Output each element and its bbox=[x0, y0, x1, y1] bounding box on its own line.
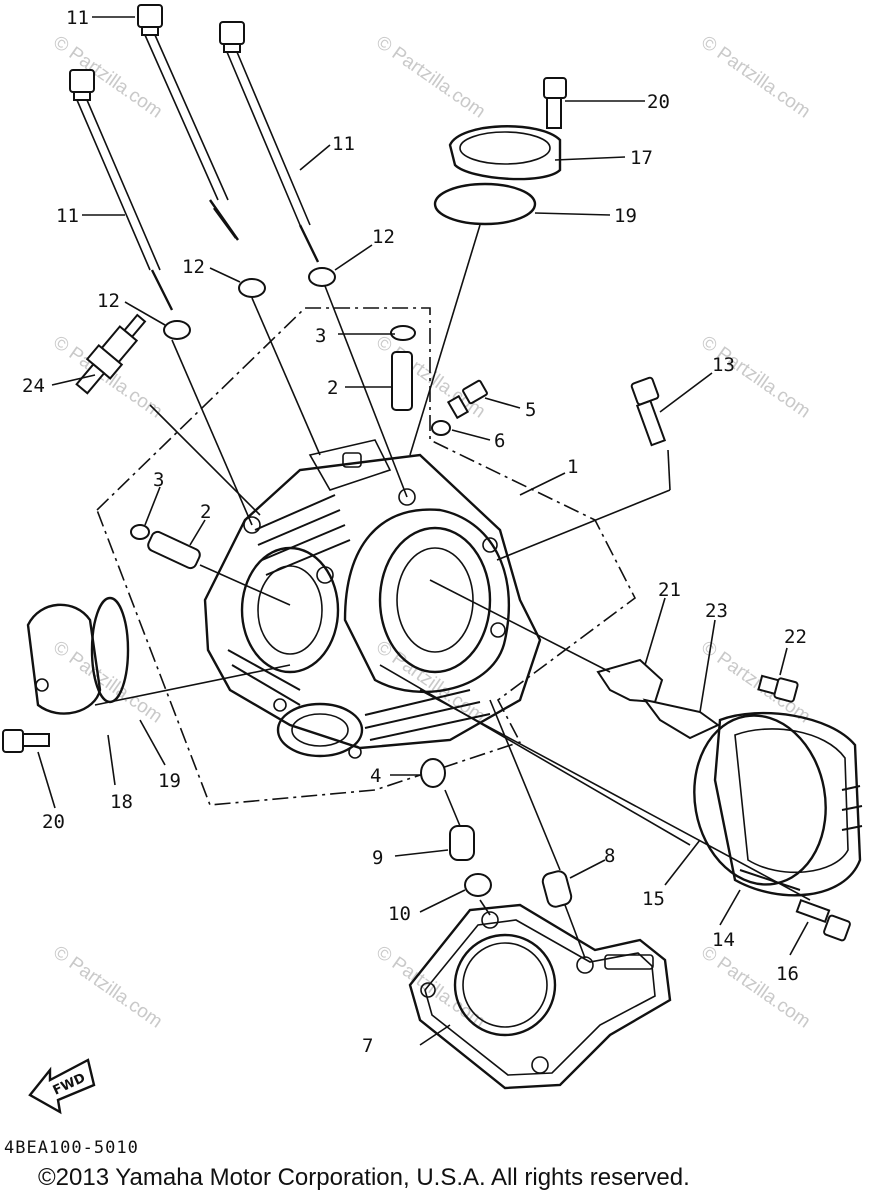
callout-6: 6 bbox=[494, 430, 505, 452]
assembly-boundary bbox=[96, 307, 637, 806]
bolt-13 bbox=[630, 376, 667, 447]
cylinder-head bbox=[203, 439, 542, 759]
circlip bbox=[130, 524, 150, 540]
callout-7: 7 bbox=[362, 1035, 373, 1057]
callout-16: 16 bbox=[776, 963, 799, 985]
washer-6 bbox=[431, 420, 451, 436]
callout-20: 20 bbox=[647, 91, 670, 113]
callout-10: 10 bbox=[388, 903, 411, 925]
o-ring-10 bbox=[464, 873, 492, 897]
callout-12: 12 bbox=[97, 290, 120, 312]
watermark: © Partzilla.com bbox=[372, 32, 489, 123]
callout-8: 8 bbox=[604, 845, 615, 867]
callout-21: 21 bbox=[658, 579, 681, 601]
bolt-16 bbox=[795, 898, 851, 942]
side-cover-18 bbox=[26, 603, 102, 715]
head-cover-15 bbox=[713, 711, 863, 897]
callout-12: 12 bbox=[182, 256, 205, 278]
watermark: © Partzilla.com bbox=[49, 942, 166, 1033]
callout-15: 15 bbox=[642, 888, 665, 910]
bolt-22 bbox=[757, 674, 799, 703]
callout-3: 3 bbox=[153, 469, 164, 491]
cooling-fins bbox=[227, 494, 491, 741]
leader-lines bbox=[94, 224, 811, 959]
callout-3: 3 bbox=[315, 325, 326, 347]
o-ring-19 bbox=[433, 182, 537, 226]
dowel-pin-8 bbox=[541, 870, 573, 908]
callout-22: 22 bbox=[784, 626, 807, 648]
washer-12 bbox=[238, 278, 266, 298]
callout-20: 20 bbox=[42, 811, 65, 833]
washer-12 bbox=[163, 320, 191, 340]
oil-seal-4 bbox=[420, 758, 446, 788]
callout-19: 19 bbox=[158, 770, 181, 792]
callout-4: 4 bbox=[370, 765, 381, 787]
cylinder-gasket bbox=[408, 903, 672, 1090]
watermark: © Partzilla.com bbox=[697, 942, 814, 1033]
valve-guide bbox=[391, 351, 413, 411]
circlip bbox=[390, 325, 416, 341]
bolt-5 bbox=[446, 379, 488, 420]
watermark: © Partzilla.com bbox=[697, 32, 814, 123]
callout-14: 14 bbox=[712, 929, 735, 951]
callout-18: 18 bbox=[110, 791, 133, 813]
callout-24: 24 bbox=[22, 375, 45, 397]
callout-12: 12 bbox=[372, 226, 395, 248]
callout-5: 5 bbox=[525, 399, 536, 421]
callout-1: 1 bbox=[567, 456, 578, 478]
watermarks: © Partzilla.com © Partzilla.com © Partzi… bbox=[49, 32, 814, 1033]
callout-23: 23 bbox=[705, 600, 728, 622]
callout-2: 2 bbox=[327, 377, 338, 399]
callout-13: 13 bbox=[712, 354, 735, 376]
watermark: © Partzilla.com bbox=[697, 332, 814, 423]
callout-11: 11 bbox=[66, 7, 89, 29]
dowel-pin-9 bbox=[449, 825, 475, 861]
callout-labels: 11 11 11 12 12 12 3 2 24 5 6 13 1 3 2 20… bbox=[22, 7, 807, 1057]
callout-11: 11 bbox=[56, 205, 79, 227]
valve-cover-17 bbox=[448, 77, 567, 181]
callout-19: 19 bbox=[614, 205, 637, 227]
watermark: © Partzilla.com bbox=[372, 942, 489, 1033]
gasket-14 bbox=[693, 714, 827, 886]
callout-9: 9 bbox=[372, 847, 383, 869]
spark-plug bbox=[75, 313, 147, 395]
bolt-20 bbox=[2, 729, 50, 753]
washer-12 bbox=[308, 267, 336, 287]
valve-guide bbox=[147, 530, 201, 570]
plate-21 bbox=[596, 658, 664, 704]
watermark: © Partzilla.com bbox=[49, 32, 166, 123]
part-code: 4BEA100-5010 bbox=[4, 1138, 139, 1158]
callout-11: 11 bbox=[332, 133, 355, 155]
forward-arrow: FWD bbox=[28, 1058, 96, 1115]
copyright-notice: ©2013 Yamaha Motor Corporation, U.S.A. A… bbox=[38, 1164, 690, 1191]
callout-2: 2 bbox=[200, 501, 211, 523]
callout-leaders bbox=[37, 16, 809, 1046]
bracket-23 bbox=[642, 698, 720, 740]
callout-17: 17 bbox=[630, 147, 653, 169]
stud-bolts bbox=[69, 4, 320, 311]
